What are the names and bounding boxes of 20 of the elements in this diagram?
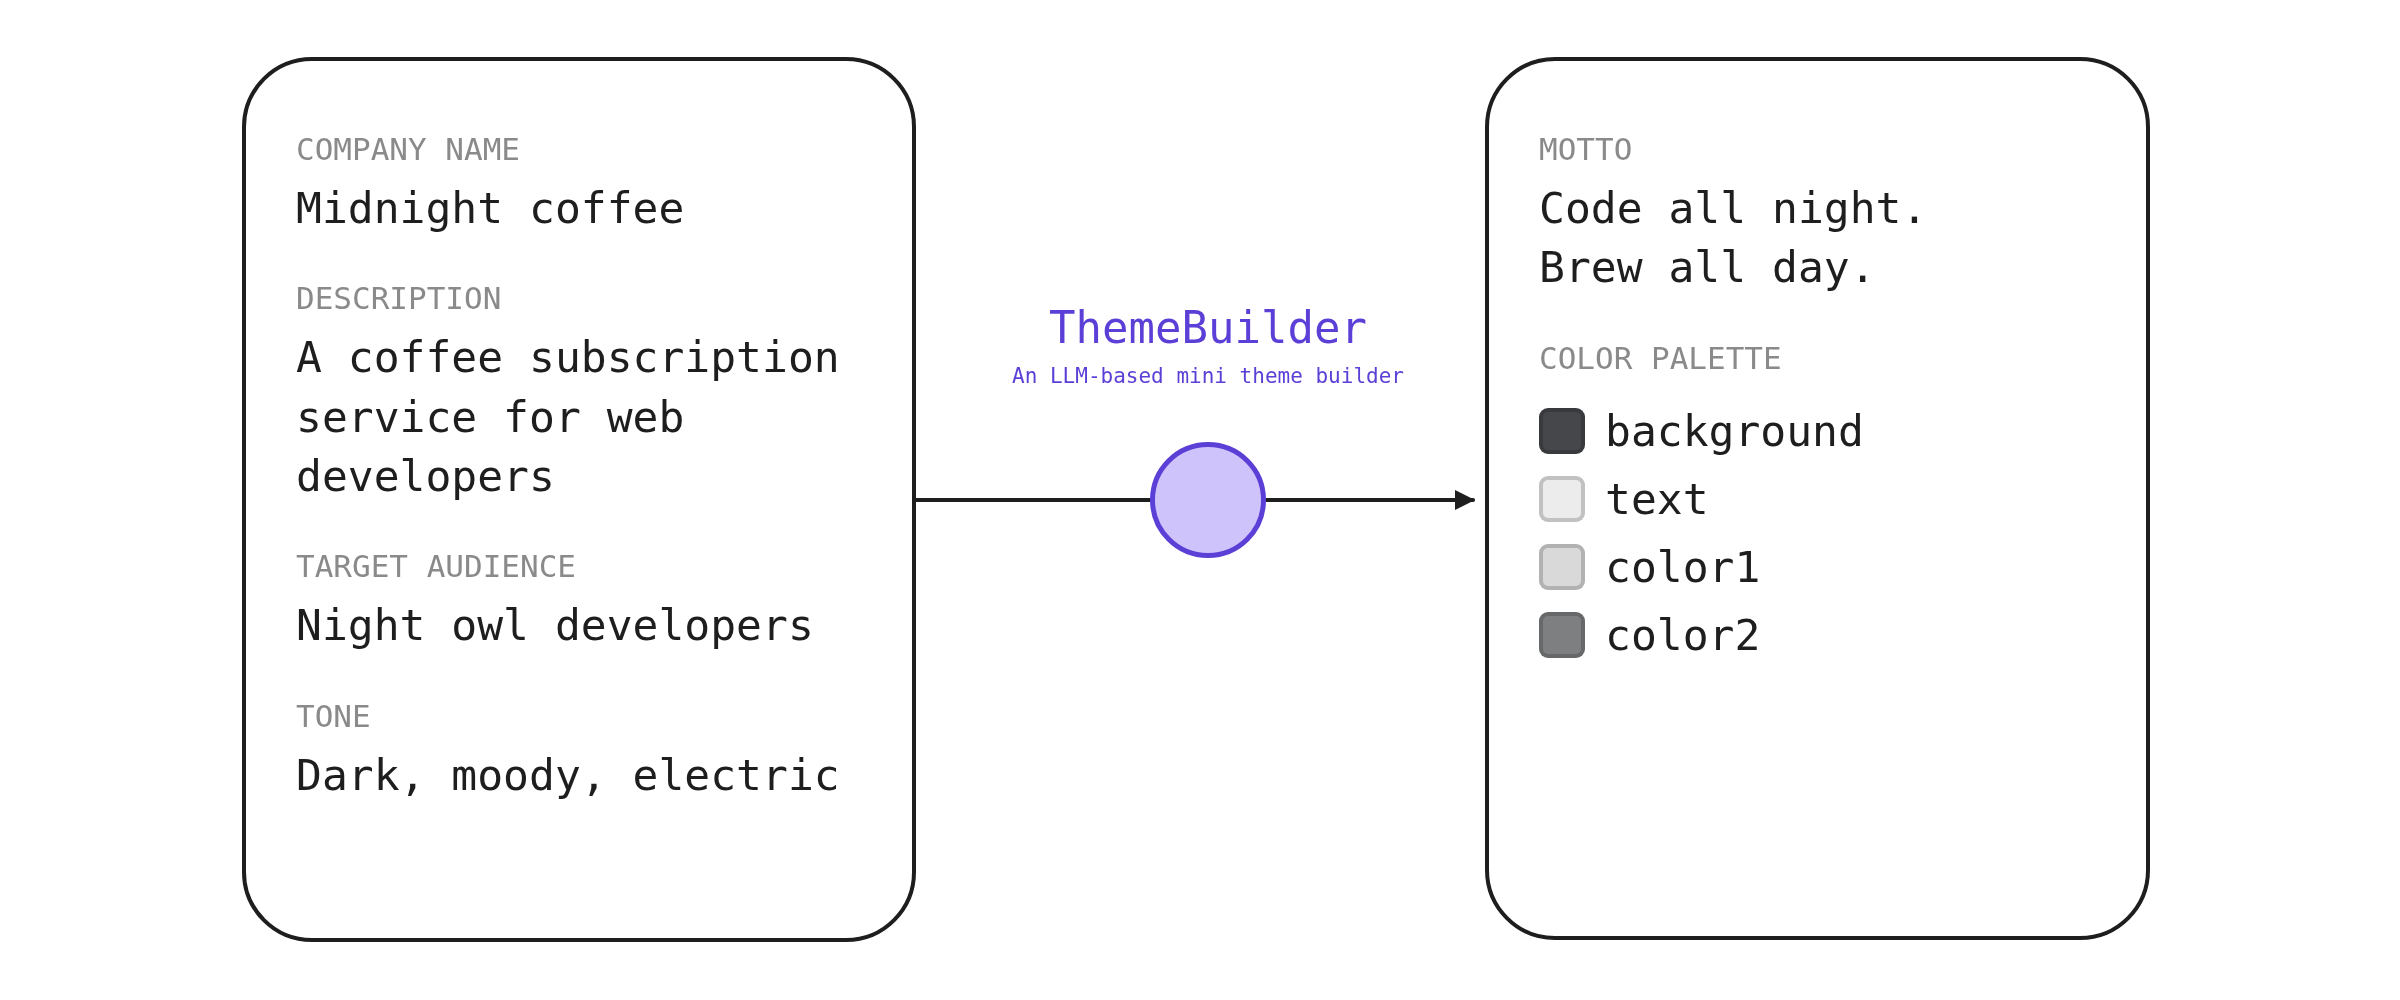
field-value: Code all night. Brew all day.	[1539, 182, 1929, 295]
field-value: Dark, moody, electric	[296, 748, 840, 802]
info-card	[1485, 57, 2150, 940]
node-subtitle: An LLM-based mini theme builder	[1012, 364, 1404, 388]
legend-label: color1	[1605, 541, 1761, 592]
field-heading: TARGET AUDIENCE	[296, 548, 576, 585]
field-heading: MOTTO	[1539, 131, 1633, 167]
field-value: A coffee subscription service for web developers	[296, 331, 841, 503]
connector-arrow	[1264, 490, 1475, 510]
field-value: Midnight coffee	[296, 182, 685, 235]
legend-label: color2	[1605, 609, 1761, 660]
legend-label: text	[1605, 473, 1709, 524]
field-value: Night owl developers	[296, 599, 814, 653]
field-heading: DESCRIPTION	[296, 280, 502, 317]
info-card	[242, 57, 916, 942]
field-heading: TONE	[296, 697, 371, 734]
node-title: ThemeBuilder	[1049, 302, 1367, 353]
legend-label: background	[1605, 405, 1864, 456]
field-heading: COLOR PALETTE	[1539, 339, 1782, 376]
field-heading: COMPANY NAME	[296, 131, 520, 167]
